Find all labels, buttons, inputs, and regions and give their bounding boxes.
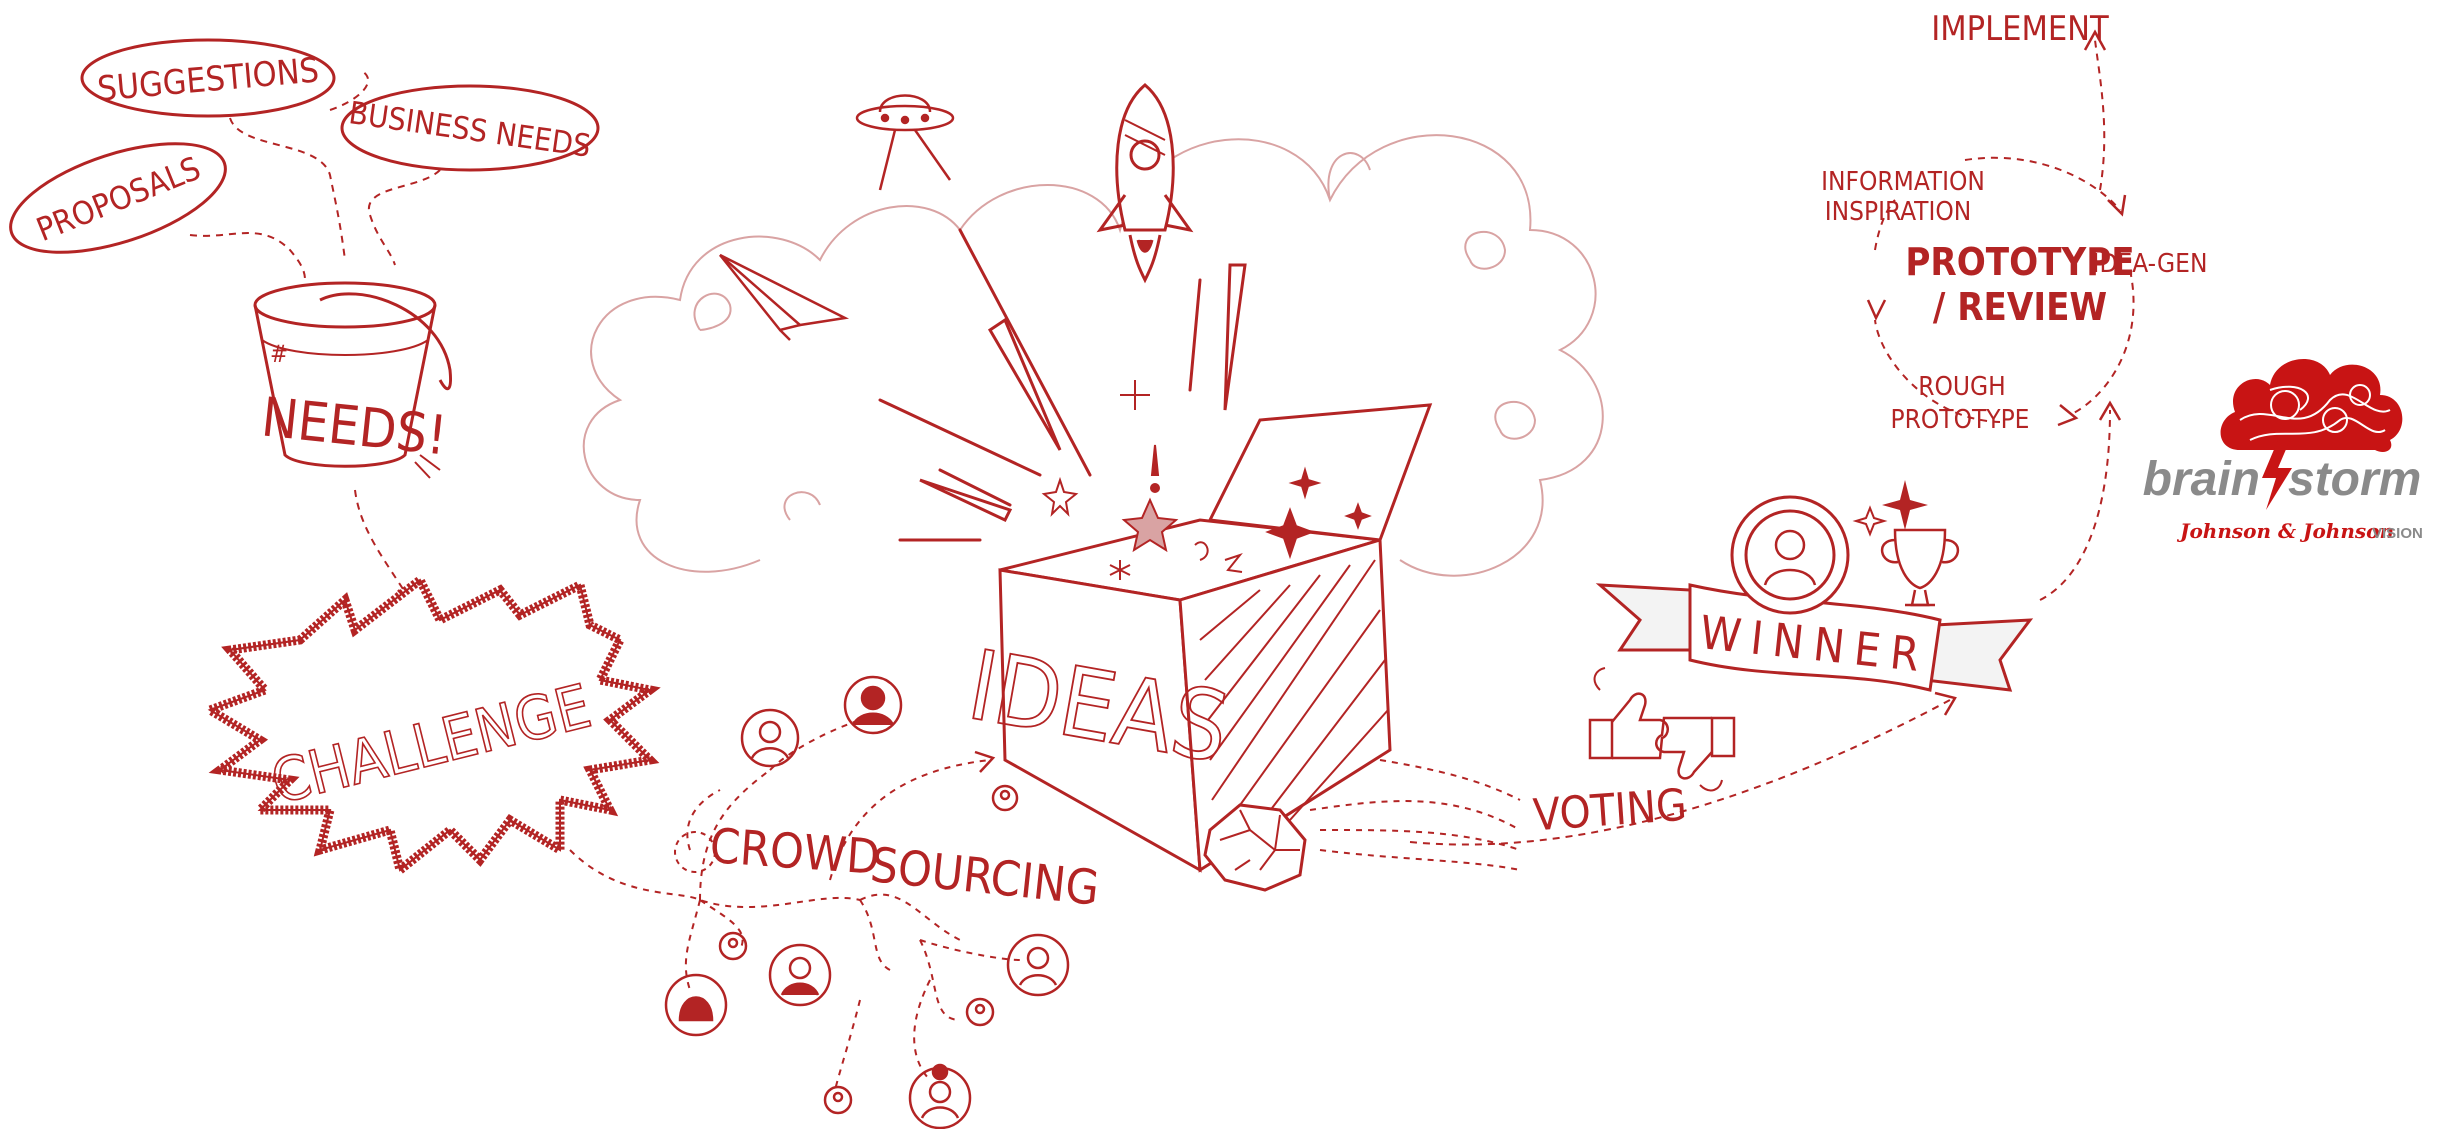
person-icon — [825, 1087, 851, 1113]
brain-wordmark: brain — [2143, 453, 2260, 506]
thumbs-up-icon — [1590, 694, 1668, 758]
burst-lines — [880, 230, 1245, 540]
rocket-icon — [1100, 85, 1190, 280]
voting-thumbs — [1590, 668, 1734, 790]
trophy-icon — [1882, 530, 1958, 605]
needs-to-challenge-arrow — [355, 490, 410, 600]
vision-wordmark: VISION — [2372, 525, 2423, 542]
person-icon — [993, 786, 1017, 810]
medal-badge — [1732, 497, 1848, 613]
voting-to-winner-arrowhead — [1935, 693, 1955, 715]
input-bubbles: SUGGESTIONS BUSINESS NEEDS PROPOSALS — [0, 40, 598, 274]
rough-prototype-label: PROTOTYPE — [1891, 405, 2030, 435]
prototype-cycle — [1875, 40, 2134, 422]
ufo-icon — [857, 96, 953, 191]
bucket-hash-mark: # — [270, 340, 288, 368]
voting-label: VOTING — [1532, 780, 1689, 842]
review-label: / REVIEW — [1933, 285, 2107, 329]
person-icon — [770, 945, 830, 1005]
star-icon — [1044, 480, 1076, 514]
business-needs-label: BUSINESS NEEDS — [347, 95, 593, 165]
storm-wordmark: storm — [2288, 453, 2421, 506]
crowd-network — [570, 720, 1020, 1090]
brain-cloud-icon — [2221, 359, 2403, 452]
paper-plane-icon — [720, 255, 845, 340]
person-icon — [1008, 935, 1068, 995]
company-wordmark: Johnson & Johnson — [2176, 519, 2394, 543]
idea-cloud — [584, 135, 1603, 576]
person-icon — [845, 677, 901, 733]
rough-label: ROUGH — [1918, 372, 2006, 402]
winner-sparkles — [1856, 480, 1928, 534]
person-icon — [666, 975, 726, 1035]
implement-label: IMPLEMENT — [1931, 9, 2109, 49]
person-icon — [720, 933, 746, 959]
cycle-arrowheads — [1868, 32, 2125, 425]
crowd-label: CROWD — [708, 818, 882, 886]
idea-gen-label: IDEA-GEN — [2093, 249, 2208, 279]
inspiration-label: INSPIRATION — [1825, 197, 1972, 227]
crowd-to-ideas-arrowhead — [975, 752, 993, 772]
proposals-label: PROPOSALS — [31, 149, 206, 249]
person-icon — [910, 1065, 970, 1128]
ideas-box — [1000, 405, 1430, 870]
person-icon — [967, 999, 993, 1025]
person-icon — [742, 710, 798, 766]
winner-to-cycle-arrow — [2040, 410, 2110, 600]
sourcing-label: SOURCING — [868, 837, 1102, 917]
brainstorm-logo: brain storm Johnson & Johnson VISION — [2143, 359, 2423, 543]
suggestions-label: SUGGESTIONS — [96, 50, 321, 109]
information-label: INFORMATION — [1821, 167, 1985, 197]
